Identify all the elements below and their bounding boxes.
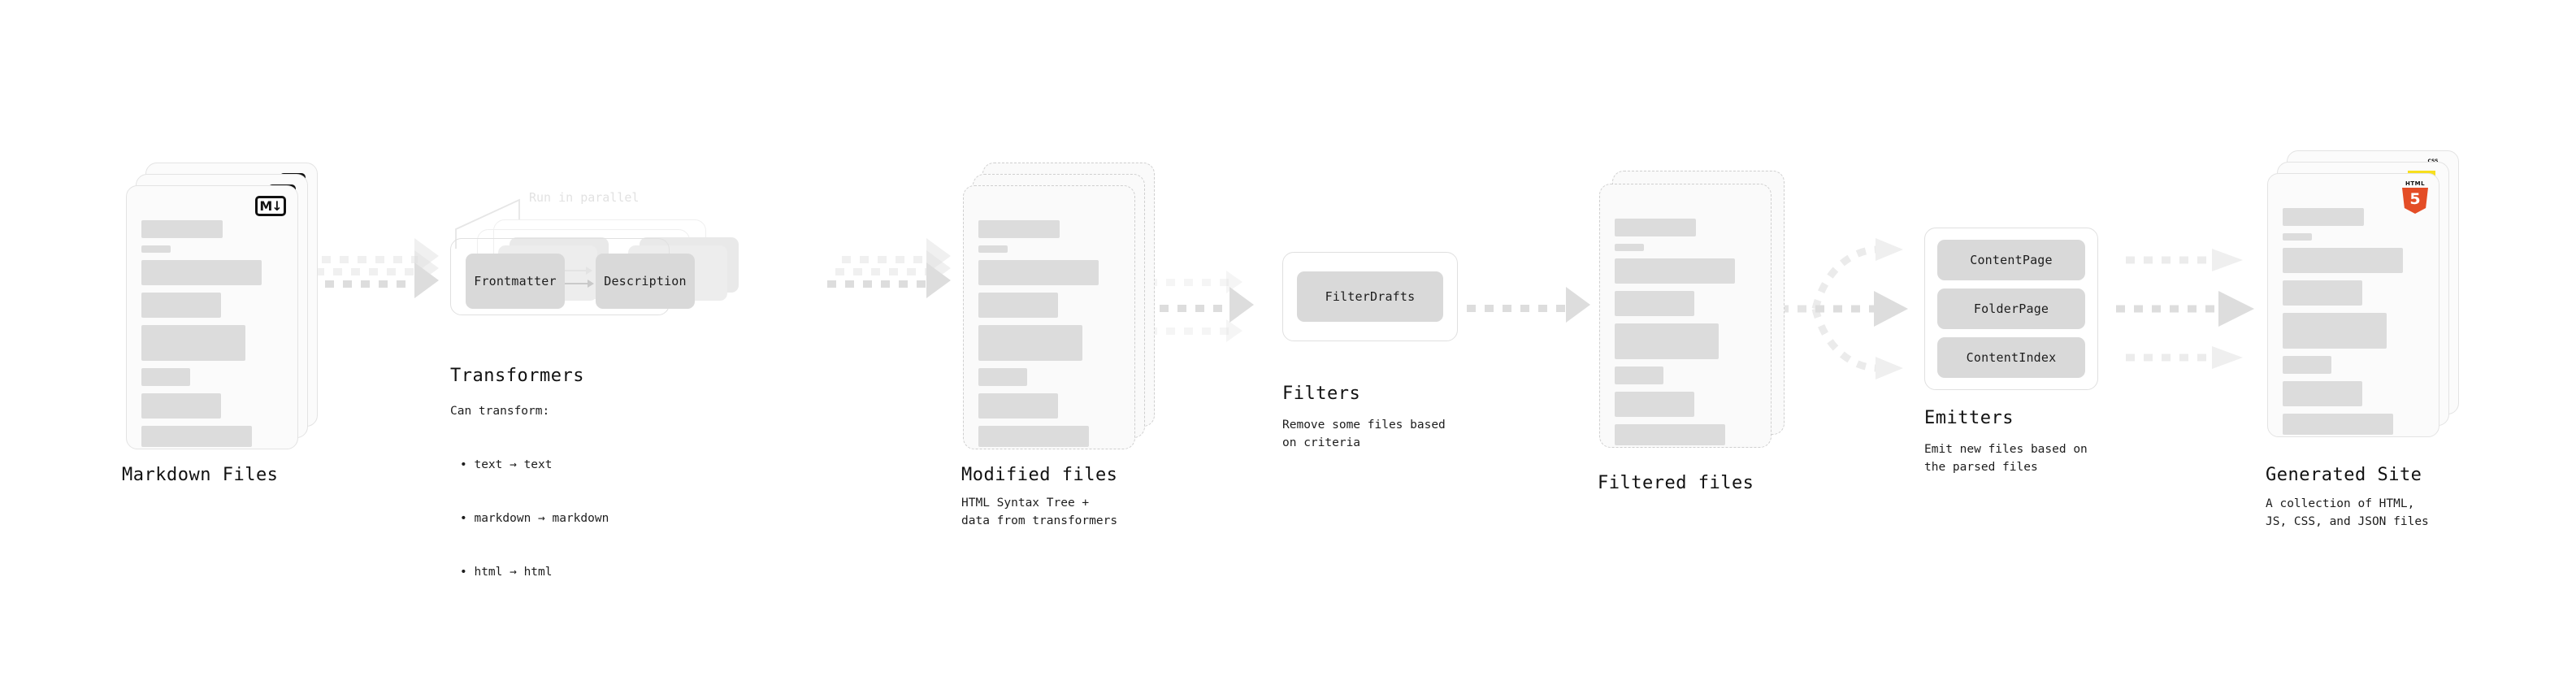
skeleton-line bbox=[978, 426, 1089, 447]
skeleton-line bbox=[978, 393, 1058, 419]
skeleton-line bbox=[2283, 313, 2387, 349]
skeleton-line bbox=[1615, 424, 1725, 445]
skeleton-line bbox=[2283, 356, 2331, 374]
markdown-badge-icon: M↓ bbox=[255, 196, 286, 216]
skeleton-line bbox=[1615, 244, 1644, 251]
skeleton-line bbox=[978, 245, 1008, 253]
skeleton-line bbox=[1615, 219, 1696, 236]
skeleton-lines bbox=[1615, 219, 1756, 445]
markdown-file-card-front: M↓ bbox=[126, 185, 298, 449]
skeleton-line bbox=[1615, 291, 1694, 316]
filtered-files-card-stack bbox=[1599, 171, 1791, 459]
skeleton-line bbox=[141, 260, 262, 285]
filter-chip-filterdrafts[interactable]: FilterDrafts bbox=[1297, 271, 1443, 322]
emitter-chip-contentindex[interactable]: ContentIndex bbox=[1937, 337, 2085, 378]
stage-filtered-files: Filtered files bbox=[1598, 171, 1791, 493]
stage-label-transformers: Transformers bbox=[450, 366, 584, 386]
skeleton-line bbox=[141, 245, 171, 253]
emitter-chip-folderpage[interactable]: FolderPage bbox=[1937, 288, 2085, 329]
skeleton-line bbox=[978, 260, 1099, 285]
flow-arrow-branching bbox=[1780, 238, 1908, 380]
transformers-caption-heading: Can transform: bbox=[450, 405, 550, 418]
transformers-bullet-item: • html → html bbox=[460, 566, 553, 579]
skeleton-line bbox=[978, 293, 1058, 318]
transformers-bullet-list: • text → text • markdown → markdown • ht… bbox=[460, 420, 609, 617]
stage-markdown-files: M↓ M↓ M↓ Markdown Files bbox=[122, 163, 318, 485]
css3-badge-label: CSS bbox=[2421, 158, 2445, 164]
skeleton-line bbox=[141, 426, 252, 447]
skeleton-line bbox=[1615, 323, 1719, 359]
html5-icon: HTML bbox=[2401, 180, 2429, 214]
transformers-bullet-item: • markdown → markdown bbox=[460, 512, 609, 525]
skeleton-line bbox=[141, 325, 245, 361]
skeleton-line bbox=[141, 368, 190, 386]
stage-label-emitters: Emitters bbox=[1924, 408, 2014, 428]
run-in-parallel-annotation: Run in parallel bbox=[529, 190, 640, 205]
skeleton-line bbox=[1615, 367, 1663, 384]
emitter-chip-contentpage[interactable]: ContentPage bbox=[1937, 240, 2085, 280]
stage-label-generated-site: Generated Site bbox=[2266, 465, 2422, 485]
html5-badge: HTML bbox=[2401, 180, 2429, 214]
generated-site-card-stack: CSS HTML bbox=[2267, 150, 2470, 443]
generated-site-card-front: HTML bbox=[2267, 173, 2439, 437]
modified-files-description: HTML Syntax Tree +data from transformers bbox=[961, 497, 1118, 527]
skeleton-lines bbox=[978, 220, 1120, 447]
flow-arrow-merging bbox=[2116, 249, 2254, 369]
skeleton-line bbox=[141, 220, 223, 238]
transformers-bullet-item: • text → text bbox=[460, 458, 553, 471]
modified-files-card-stack bbox=[963, 163, 1155, 451]
skeleton-line bbox=[978, 368, 1027, 386]
filtered-file-card-front bbox=[1599, 184, 1772, 448]
skeleton-line bbox=[141, 293, 221, 318]
stage-modified-files: Modified files HTML Syntax Tree +data fr… bbox=[961, 163, 1155, 527]
modified-file-card-front bbox=[963, 185, 1135, 449]
stage-label-markdown-files: Markdown Files bbox=[122, 465, 279, 485]
skeleton-line bbox=[2283, 208, 2364, 226]
skeleton-line bbox=[2283, 233, 2312, 241]
skeleton-line bbox=[2283, 414, 2393, 435]
skeleton-line bbox=[2283, 381, 2362, 406]
stage-label-filters: Filters bbox=[1282, 384, 1361, 404]
markdown-badge-label: M↓ bbox=[255, 196, 286, 216]
stage-label-filtered-files: Filtered files bbox=[1598, 473, 1754, 493]
html5-badge-label: HTML bbox=[2405, 180, 2426, 187]
skeleton-line bbox=[2283, 248, 2403, 273]
transformer-chip-description[interactable]: Description bbox=[596, 254, 695, 309]
markdown-files-card-stack: M↓ M↓ M↓ bbox=[126, 163, 318, 451]
skeleton-line bbox=[2283, 280, 2362, 306]
skeleton-line bbox=[978, 325, 1082, 361]
skeleton-line bbox=[141, 393, 221, 419]
skeleton-lines bbox=[141, 220, 283, 447]
skeleton-line bbox=[978, 220, 1060, 238]
generated-site-description: A collection of HTML,JS, CSS, and JSON f… bbox=[2266, 497, 2429, 528]
skeleton-line bbox=[1615, 392, 1694, 417]
transformer-chip-frontmatter[interactable]: Frontmatter bbox=[466, 254, 565, 309]
skeleton-line bbox=[1615, 258, 1735, 284]
html5-badge-shield bbox=[2402, 188, 2428, 214]
skeleton-lines bbox=[2283, 208, 2424, 435]
stage-label-modified-files: Modified files bbox=[961, 465, 1118, 485]
stage-generated-site: CSS HTML Generate bbox=[2266, 150, 2470, 528]
